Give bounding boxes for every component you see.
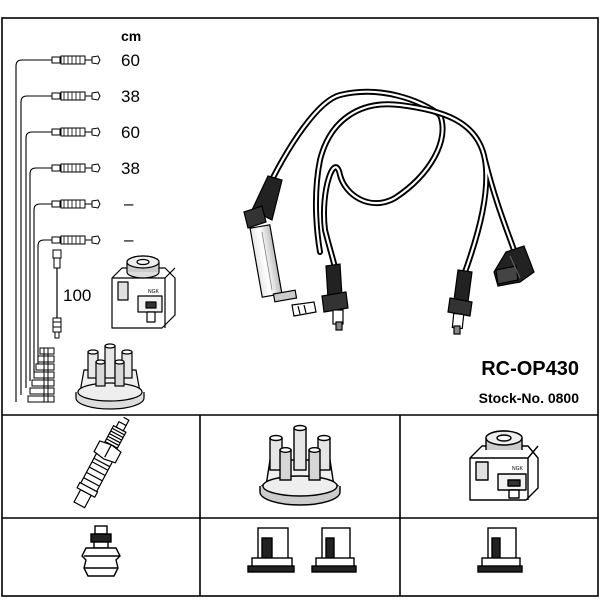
coil-lead [52, 249, 62, 339]
lead-length-4: 38 [121, 159, 140, 178]
distributor-cap-icon-small [75, 343, 145, 410]
spark-plug-cable [259, 88, 517, 275]
coil-brand-mark: NGK [148, 289, 160, 295]
lead-terminal-1 [51, 55, 101, 65]
lead-length-6: – [124, 230, 134, 249]
coil-brand-mark-large: NGK [512, 466, 524, 472]
spark-plug-boot-right [447, 269, 473, 335]
coil-boot-angled [493, 245, 535, 287]
distributor-cap-icon [259, 424, 341, 506]
frame [1, 17, 599, 597]
spark-plug-boot-long [243, 175, 317, 317]
stock-number: Stock-No. 0800 [479, 390, 580, 406]
lead-length-1: 60 [121, 51, 140, 70]
lead-length-3: 60 [121, 123, 140, 142]
product-model: RC-OP430 [481, 358, 579, 380]
plug-connector-icon [81, 525, 121, 577]
lead-terminal-2 [51, 91, 101, 101]
unit-label: cm [121, 28, 141, 44]
lead-terminal-4 [51, 163, 101, 173]
straight-boot-icon-1 [247, 527, 295, 573]
lead-bundle [15, 59, 52, 402]
lead-length-5: – [124, 194, 134, 213]
ignition-coil-icon-small: NGK [111, 255, 176, 329]
lead-connector-stack [27, 347, 55, 403]
lead-terminal-3 [51, 127, 101, 137]
ignition-coil-icon: NGK [469, 430, 539, 501]
lead-terminal-6 [51, 235, 101, 245]
spark-plug-boot-middle [321, 263, 349, 331]
coil-lead-length: 100 [63, 286, 91, 305]
lead-length-2: 38 [121, 87, 140, 106]
lead-terminal-5 [51, 199, 101, 209]
straight-boot-icon-2 [311, 527, 357, 573]
spark-plug-icon [73, 416, 130, 509]
coil-boot-icon [477, 527, 523, 573]
